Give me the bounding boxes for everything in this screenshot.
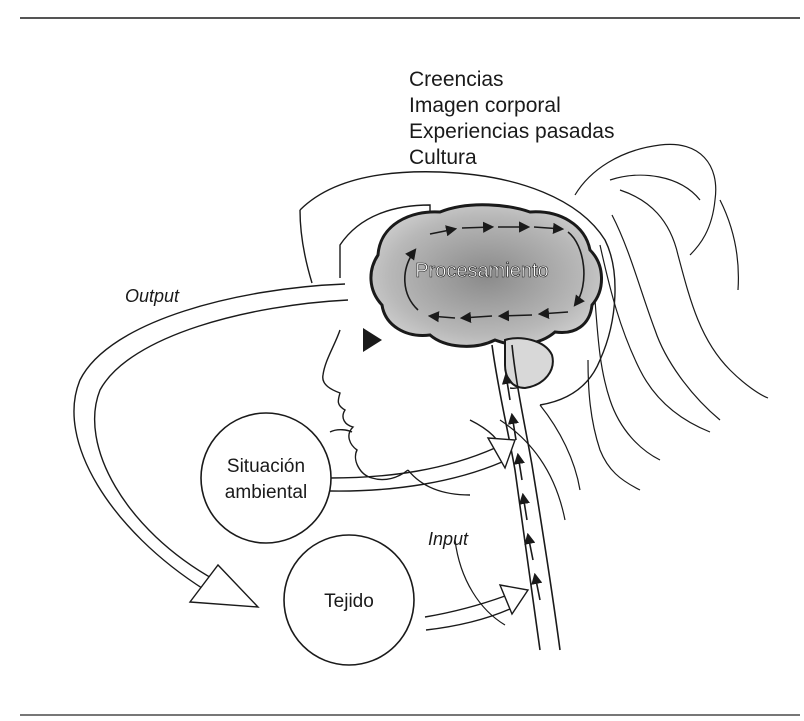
- input-arrow: [425, 585, 528, 630]
- factor-item: Experiencias pasadas: [409, 120, 614, 143]
- factor-list: Creencias Imagen corporal Experiencias p…: [409, 68, 614, 169]
- situation-label-line2: ambiental: [225, 482, 307, 503]
- spinal-cord: [492, 345, 560, 650]
- eye: [363, 328, 382, 352]
- output-label: Output: [125, 286, 180, 306]
- factor-item: Cultura: [409, 146, 477, 169]
- situation-label-line1: Situación: [227, 456, 305, 477]
- tissue-label: Tejido: [324, 591, 374, 612]
- processing-label: Procesamiento: [415, 260, 548, 282]
- neck-line: [455, 540, 505, 625]
- factor-item: Creencias: [409, 68, 504, 91]
- factor-item: Imagen corporal: [409, 94, 561, 117]
- input-label: Input: [428, 529, 469, 549]
- situation-circle: [201, 413, 331, 543]
